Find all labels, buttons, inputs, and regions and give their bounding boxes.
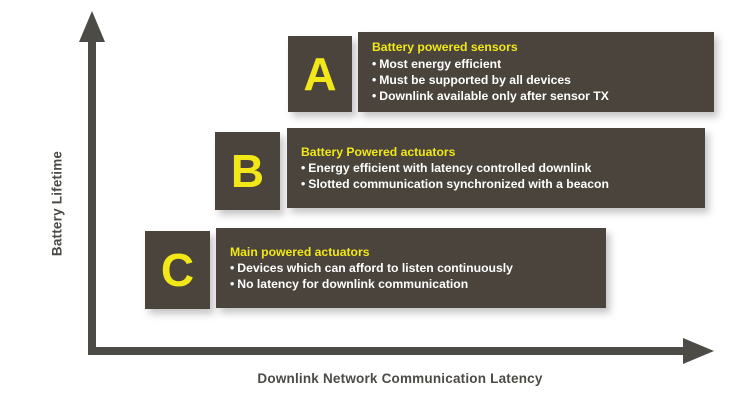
- x-axis-line: [88, 347, 688, 355]
- annotation-bullets-a: •Most energy efficient •Must be supporte…: [372, 56, 714, 105]
- annotation-heading-b: Battery Powered actuators: [301, 144, 456, 159]
- letter-badge-a-label: A: [303, 48, 337, 100]
- list-item: •Slotted communication synchronized with…: [301, 176, 705, 192]
- bullet-icon: •: [301, 177, 306, 192]
- bullet-icon: •: [230, 277, 235, 292]
- x-axis-title: Downlink Network Communication Latency: [257, 371, 543, 386]
- y-axis-line: [88, 32, 96, 355]
- letter-badge-c[interactable]: C: [145, 231, 210, 309]
- letter-badge-b[interactable]: B: [215, 132, 280, 210]
- list-item-label: Slotted communication synchronized with …: [308, 177, 609, 192]
- list-item: •No latency for downlink communication: [230, 276, 606, 292]
- x-axis-arrowhead: [683, 338, 714, 364]
- letter-badge-a[interactable]: A: [288, 36, 352, 112]
- list-item-label: No latency for downlink communication: [237, 277, 469, 292]
- annotation-bullets-c: •Devices which can afford to listen cont…: [230, 260, 606, 293]
- list-item-label: Devices which can afford to listen conti…: [237, 260, 513, 275]
- annotation-panel-b[interactable]: Battery Powered actuators •Energy effici…: [287, 128, 705, 208]
- bullet-icon: •: [372, 89, 377, 104]
- list-item: •Most energy efficient: [372, 56, 714, 72]
- list-item-label: Downlink available only after sensor TX: [379, 89, 609, 104]
- list-item-label: Energy efficient with latency controlled…: [308, 160, 592, 175]
- list-item-label: Must be supported by all devices: [379, 72, 571, 87]
- annotation-heading-c: Main powered actuators: [230, 244, 370, 259]
- annotation-panel-a[interactable]: Battery powered sensors •Most energy eff…: [358, 32, 714, 112]
- list-item: •Devices which can afford to listen cont…: [230, 260, 606, 276]
- bullet-icon: •: [372, 56, 377, 71]
- list-item-label: Most energy efficient: [379, 56, 502, 71]
- letter-badge-c-label: C: [160, 244, 195, 296]
- annotation-bullets-b: •Energy efficient with latency controlle…: [301, 160, 705, 193]
- letter-badge-b-label: B: [230, 145, 265, 197]
- bullet-icon: •: [230, 260, 235, 275]
- list-item: •Energy efficient with latency controlle…: [301, 160, 705, 176]
- y-axis-arrowhead: [79, 11, 105, 42]
- list-item: •Must be supported by all devices: [372, 72, 714, 88]
- y-axis-title: Battery Lifetime: [49, 150, 65, 257]
- annotation-panel-c[interactable]: Main powered actuators •Devices which ca…: [216, 228, 606, 308]
- bullet-icon: •: [372, 72, 377, 87]
- list-item: •Downlink available only after sensor TX: [372, 88, 714, 104]
- bullet-icon: •: [301, 160, 306, 175]
- annotation-heading-a: Battery powered sensors: [372, 40, 518, 55]
